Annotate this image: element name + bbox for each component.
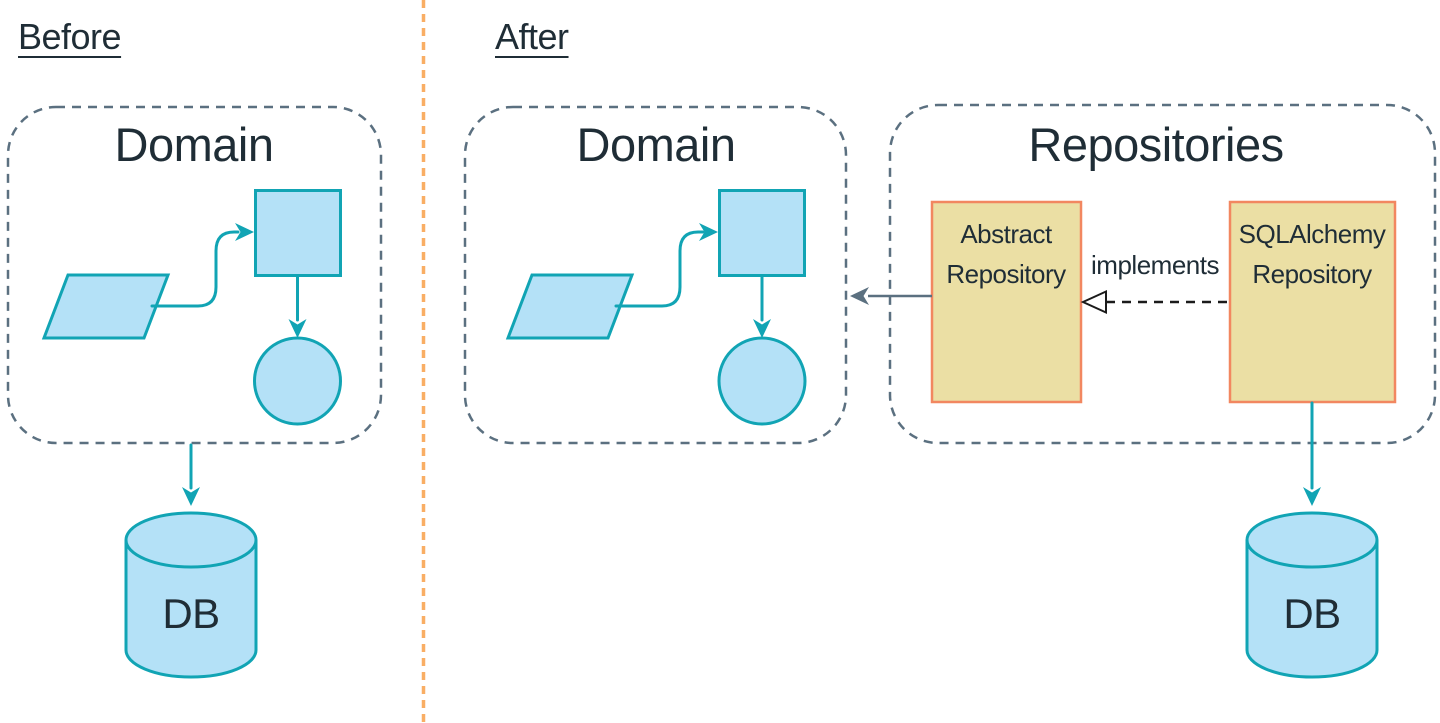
arrowhead-right-icon	[699, 223, 718, 241]
before-db-cylinder-top	[124, 511, 258, 569]
repo-label-line: Repository	[1252, 259, 1372, 289]
after-domain-section	[463, 105, 848, 445]
after-db-cylinder	[1245, 540, 1379, 679]
after-db-cylinder-top	[1245, 511, 1379, 569]
after-parallelogram-shape	[505, 273, 635, 340]
before-parallelogram-shape	[41, 273, 171, 340]
arrowhead-down-icon	[753, 319, 771, 338]
repo-label-line: Abstract	[960, 219, 1052, 249]
abstract-repository-box	[930, 200, 1083, 404]
implements-label: implements	[1091, 250, 1219, 280]
arrowhead-left-icon	[850, 287, 869, 305]
before-db-cylinder	[124, 540, 258, 679]
before-domain-box	[6, 105, 383, 445]
repositories-section	[850, 103, 1437, 679]
sqlalchemy-repository-label: SQLAlchemy Repository	[1239, 214, 1386, 294]
sqlalchemy-repository-box	[1228, 200, 1397, 404]
after-domain-title: Domain	[576, 118, 736, 171]
arrowhead-down-icon	[182, 487, 200, 506]
before-domain-title: Domain	[114, 118, 274, 171]
before-circle-shape	[253, 336, 342, 426]
before-label: Before	[18, 16, 122, 57]
after-db-label: DB	[1283, 590, 1341, 637]
repositories-title: Repositories	[1028, 118, 1284, 171]
repo-label-line: SQLAlchemy	[1238, 219, 1386, 249]
before-section	[6, 105, 383, 679]
after-square-shape	[718, 189, 806, 277]
abstract-repository-label: Abstract Repository	[946, 214, 1066, 294]
before-db-label: DB	[162, 590, 220, 637]
after-parallelogram-to-square-arrow	[614, 230, 705, 308]
repositories-box	[888, 103, 1437, 445]
arrowhead-down-icon	[1303, 487, 1321, 506]
arrowhead-right-icon	[235, 223, 254, 241]
repo-label-line: Repository	[946, 259, 1066, 289]
after-circle-shape	[717, 336, 807, 426]
after-label: After	[495, 16, 569, 57]
before-parallelogram-to-square-arrow	[150, 230, 240, 308]
after-domain-box	[463, 105, 848, 445]
before-square-shape	[254, 189, 342, 277]
implements-open-arrowhead-icon	[1080, 289, 1107, 315]
arrowhead-down-icon	[288, 319, 307, 338]
